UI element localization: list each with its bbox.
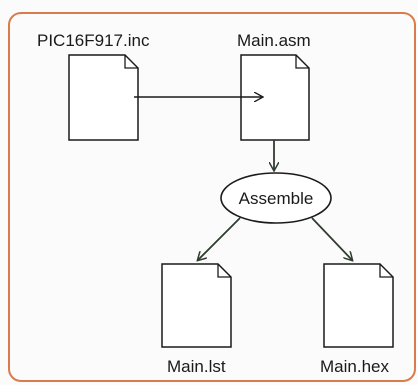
listing-file-document-icon [161, 263, 232, 348]
include-file-document-icon [68, 54, 139, 141]
include-file-label: PIC16F917.inc [37, 31, 150, 50]
hex-file-label: Main.hex [320, 357, 389, 376]
listing-file-label: Main.lst [167, 357, 226, 376]
assemble-to-listing-arrow [198, 217, 241, 260]
source-file-label: Main.asm [237, 31, 311, 50]
assemble-to-hex-arrow [311, 217, 352, 260]
hex-file-document-icon [323, 263, 394, 348]
assemble-process-node [220, 172, 332, 224]
assemble-process-label: Assemble [239, 189, 314, 208]
source-file-document-icon [240, 54, 310, 141]
